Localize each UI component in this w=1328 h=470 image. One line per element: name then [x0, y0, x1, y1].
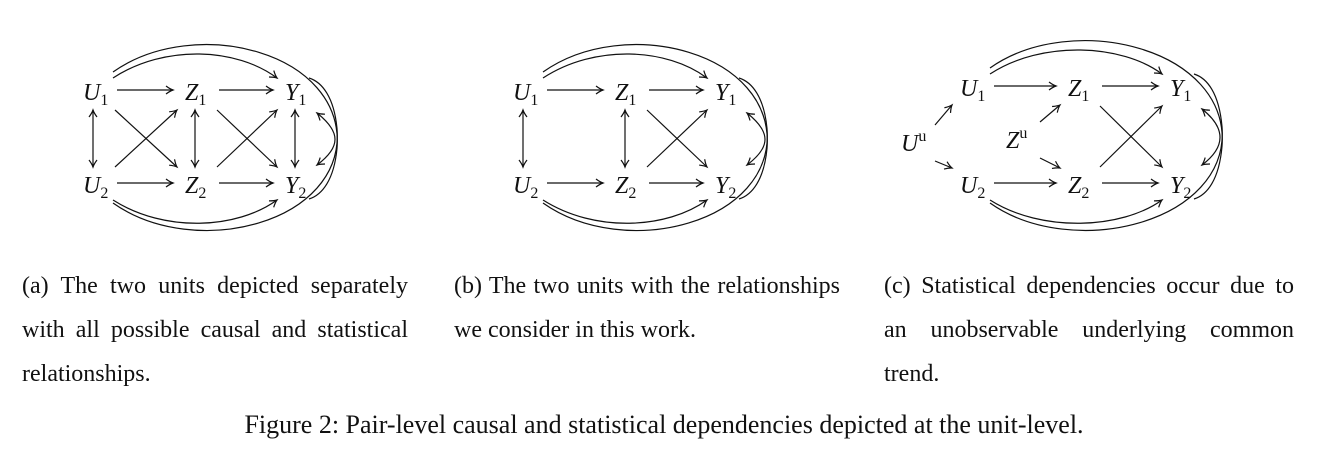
- edge-uu-u1: [934, 103, 954, 126]
- figure-caption: Figure 2: Pair-level causal and statisti…: [244, 410, 1084, 439]
- edge-u2-y2: [542, 198, 709, 224]
- node-u1: U1: [960, 76, 985, 105]
- node-z2: Z2: [615, 173, 636, 202]
- edge-z2-y1: [1099, 104, 1164, 168]
- edge-uu-u2: [934, 160, 954, 170]
- node-u2: U2: [83, 173, 108, 202]
- node-y1: Y1: [285, 80, 306, 109]
- edge-y1-y2: [1200, 107, 1221, 167]
- edge-u1-y2: [112, 43, 338, 200]
- caption-b: (b) The two units with the relationships…: [454, 273, 840, 343]
- edge-u1-y1: [112, 53, 279, 80]
- node-u1: U1: [83, 80, 108, 109]
- edge-u1-y2: [542, 43, 768, 200]
- node-y2: Y2: [1170, 173, 1191, 202]
- caption-c: (c) Statistical dependencies occur due t…: [884, 273, 1294, 387]
- node-u2: U2: [513, 173, 538, 202]
- edge-z2-y1: [216, 108, 279, 168]
- edge-u1-y2: [989, 40, 1223, 200]
- node-z1: Z1: [185, 80, 206, 109]
- edge-u2-y2: [112, 198, 279, 224]
- edge-zu-z1: [1039, 103, 1062, 123]
- edge-u1-y1: [542, 53, 709, 80]
- caption-a: (a) The two units depicted separately wi…: [22, 273, 408, 387]
- edge-u2-y1: [112, 77, 338, 232]
- node-zu: Zu: [1006, 125, 1027, 154]
- edge-y1-y2: [745, 111, 766, 167]
- node-z2: Z2: [185, 173, 206, 202]
- edge-u2-y2: [989, 198, 1164, 224]
- node-y1: Y1: [715, 80, 736, 109]
- node-uu: Uu: [901, 128, 926, 157]
- edge-z2-y1: [646, 108, 709, 168]
- node-z1: Z1: [615, 80, 636, 109]
- edge-u1-y1: [989, 49, 1164, 76]
- node-z2: Z2: [1068, 173, 1089, 202]
- edge-u2-y1: [542, 77, 768, 232]
- edge-u2-z1: [114, 108, 179, 168]
- edge-zu-z2: [1039, 157, 1062, 170]
- node-u1: U1: [513, 80, 538, 109]
- edge-u2-y1: [989, 73, 1223, 232]
- node-z1: Z1: [1068, 76, 1089, 105]
- node-y1: Y1: [1170, 76, 1191, 105]
- edge-y1-y2: [315, 111, 336, 167]
- node-y2: Y2: [285, 173, 306, 202]
- node-y2: Y2: [715, 173, 736, 202]
- node-u2: U2: [960, 173, 985, 202]
